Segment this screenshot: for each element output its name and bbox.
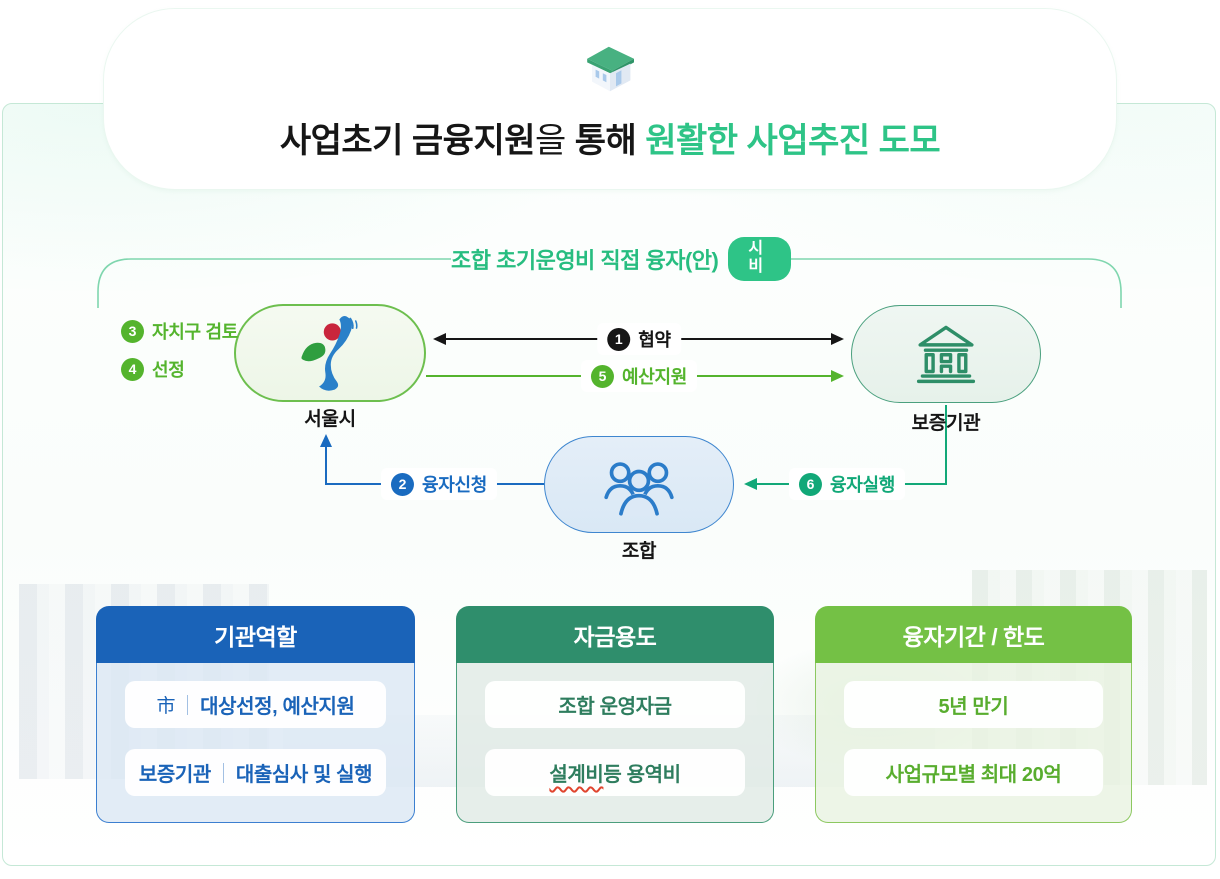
usage-operating-funds: 조합 운영자금 [558, 696, 672, 718]
card-institution-roles: 기관역할 市 대상선정, 예산지원 보증기관 대출심사 및 실행 [96, 606, 415, 823]
flow-frame-right [791, 258, 1122, 308]
entity-seoul-label: 서울시 [304, 409, 356, 430]
house-icon-svg [587, 46, 634, 92]
step-1-label: 협약 [638, 330, 671, 350]
entity-guarantor-label: 보증기관 [911, 413, 981, 434]
arrow-budget-head [831, 370, 844, 382]
step-5-badge: 5 [590, 364, 614, 388]
arrow-agreement-head-left [433, 333, 446, 345]
card-fund-usage: 자금용도 조합 운영자금 설계비 등 용역비 [456, 606, 774, 823]
step-selection: 4 선정 [121, 356, 185, 382]
step-budget-support: 5 예산지원 [580, 360, 698, 392]
term-maturity: 5년 만기 [938, 696, 1009, 718]
arrow-agreement-head-right [831, 333, 844, 345]
step-2-badge: 2 [390, 472, 414, 496]
title-part-bold: 사업초기 금융지원 [279, 122, 536, 160]
term-limit: 사업규모별 최대 20억 [885, 764, 1062, 786]
role-city-label: 市 [156, 696, 176, 717]
divider [187, 694, 189, 715]
page-title: 사업초기 금융지원을 통해 원활한 사업추진 도모 [104, 113, 1116, 162]
step-5-label: 예산지원 [621, 367, 688, 387]
usage-design-cost: 설계비 [549, 764, 604, 786]
flow-title-text: 조합 초기운영비 직접 융자(안) [451, 248, 719, 273]
card-row: 市 대상선정, 예산지원 [125, 681, 386, 728]
role-city-desc: 대상선정, 예산지원 [200, 696, 355, 718]
card-row: 조합 운영자금 [485, 681, 745, 728]
arrow-loan-application-head [320, 434, 332, 447]
step-6-badge: 6 [798, 472, 822, 496]
card-fund-usage-title: 자금용도 [456, 606, 774, 663]
step-4-label: 선정 [152, 360, 185, 380]
card-institution-roles-title: 기관역할 [96, 606, 415, 663]
usage-service-cost: 등 용역비 [603, 764, 681, 786]
card-row: 사업규모별 최대 20억 [844, 749, 1103, 796]
entity-association-label: 조합 [621, 541, 657, 562]
people-group-icon [604, 461, 674, 516]
role-guarantor-desc: 대출심사 및 실행 [235, 764, 373, 786]
card-row: 설계비 등 용역비 [485, 749, 745, 796]
seoul-city-logo-icon [301, 315, 358, 391]
card-institution-roles-body: 市 대상선정, 예산지원 보증기관 대출심사 및 실행 [96, 663, 415, 823]
card-loan-terms: 융자기간 / 한도 5년 만기 사업규모별 최대 20억 [815, 606, 1132, 823]
card-loan-terms-title: 융자기간 / 한도 [815, 606, 1132, 663]
step-agreement: 1 협약 [597, 323, 681, 355]
flow-frame-left [97, 258, 451, 308]
house-icon [580, 41, 640, 103]
step-6-label: 융자실행 [829, 475, 896, 495]
card-row: 5년 만기 [844, 681, 1103, 728]
step-3-badge: 3 [121, 319, 144, 343]
role-guarantor-label: 보증기관 [138, 764, 211, 786]
card-loan-terms-body: 5년 만기 사업규모별 최대 20억 [815, 663, 1132, 823]
flow-title: 조합 초기운영비 직접 융자(안) 시비 [451, 237, 791, 281]
bank-icon [916, 325, 976, 384]
step-loan-application: 2 융자신청 [380, 468, 498, 500]
title-part-particle: 을 [535, 122, 575, 160]
step-loan-execution: 6 융자실행 [788, 468, 906, 500]
step-4-badge: 4 [121, 357, 144, 381]
entity-association [544, 436, 734, 533]
title-part-green: 원활한 사업추진 도모 [645, 122, 941, 160]
arrow-loan-execution-head [744, 478, 757, 490]
city-budget-badge: 시비 [728, 237, 791, 281]
title-part-via: 통해 [574, 122, 646, 160]
divider [222, 762, 224, 783]
header: 사업초기 금융지원을 통해 원활한 사업추진 도모 [103, 8, 1117, 190]
step-3-label: 자치구 검토 [152, 322, 239, 342]
entity-guarantor [851, 305, 1041, 403]
card-row: 보증기관 대출심사 및 실행 [125, 749, 386, 796]
step-2-label: 융자신청 [421, 475, 488, 495]
main-panel: 조합 초기운영비 직접 융자(안) 시비 서울시 [2, 103, 1216, 866]
step-1-badge: 1 [607, 327, 631, 351]
card-fund-usage-body: 조합 운영자금 설계비 등 용역비 [456, 663, 774, 823]
entity-seoul [234, 304, 426, 402]
step-district-review: 3 자치구 검토 [121, 318, 238, 344]
